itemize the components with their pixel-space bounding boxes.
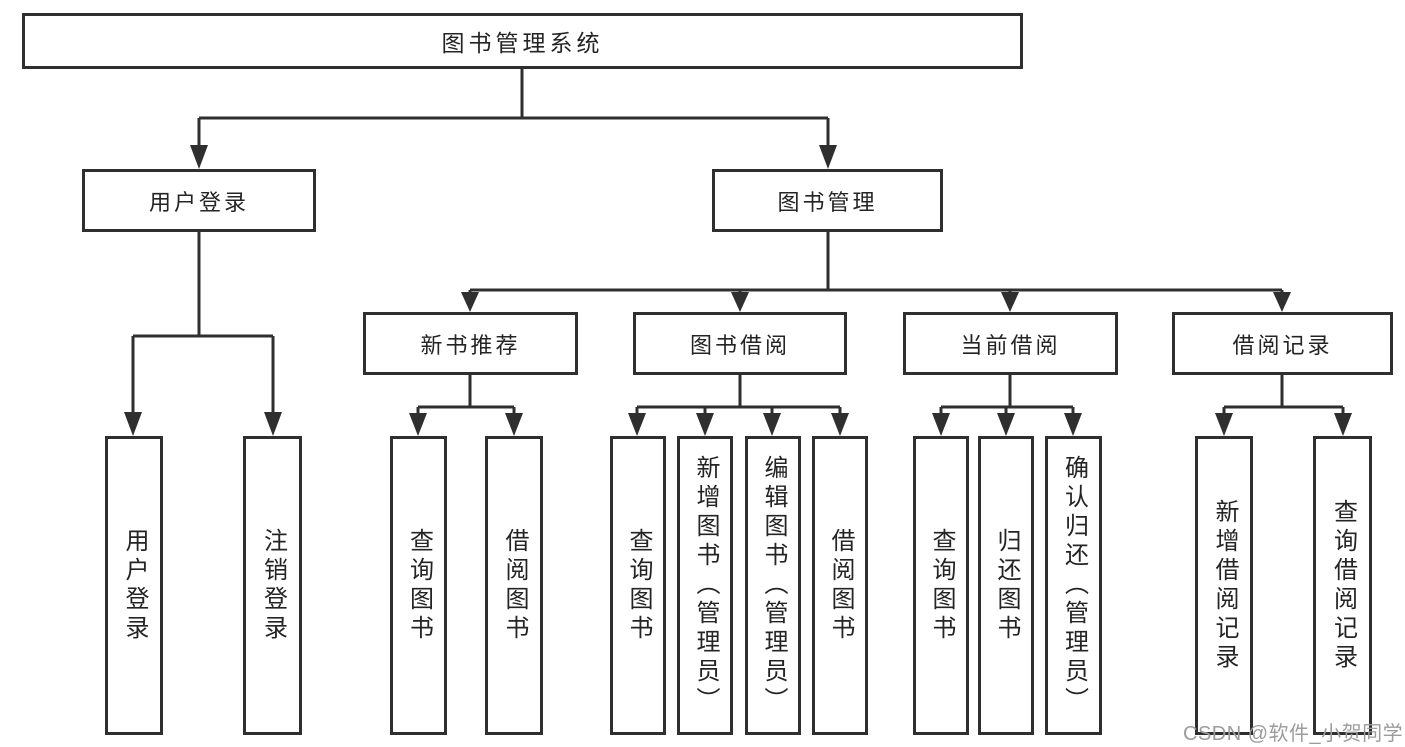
leaf-current-return-books: 归还图书 bbox=[978, 436, 1034, 735]
node-borrow-records: 借阅记录 bbox=[1172, 312, 1393, 375]
node-new-book-recommend: 新书推荐 bbox=[363, 312, 578, 375]
leaf-recommend-borrow-books: 借阅图书 bbox=[485, 436, 543, 735]
leaf-recommend-query-books: 查询图书 bbox=[390, 436, 447, 735]
leaf-records-query-record: 查询借阅记录 bbox=[1313, 436, 1372, 735]
leaf-borrow-borrow-books: 借阅图书 bbox=[812, 436, 868, 735]
leaf-borrow-edit-books-admin: 编辑图书（管理员） bbox=[745, 436, 801, 735]
node-current-borrow: 当前借阅 bbox=[903, 312, 1118, 375]
node-user-login: 用户登录 bbox=[82, 169, 316, 232]
leaf-current-query-books: 查询图书 bbox=[913, 436, 969, 735]
node-root-system: 图书管理系统 bbox=[22, 13, 1023, 69]
leaf-records-add-record: 新增借阅记录 bbox=[1195, 436, 1253, 735]
node-book-borrow: 图书借阅 bbox=[633, 312, 847, 375]
arrowhead-icons bbox=[124, 145, 1352, 436]
leaf-user-login: 用户登录 bbox=[105, 436, 163, 735]
leaf-borrow-add-books-admin: 新增图书（管理员） bbox=[677, 436, 733, 735]
leaf-borrow-query-books: 查询图书 bbox=[610, 436, 666, 735]
leaf-logout-login: 注销登录 bbox=[243, 436, 302, 735]
watermark: CSDN @软件_小贺同学 bbox=[1183, 723, 1404, 745]
leaf-current-confirm-return-admin: 确认归还（管理员） bbox=[1045, 436, 1102, 735]
node-book-management: 图书管理 bbox=[712, 169, 943, 232]
